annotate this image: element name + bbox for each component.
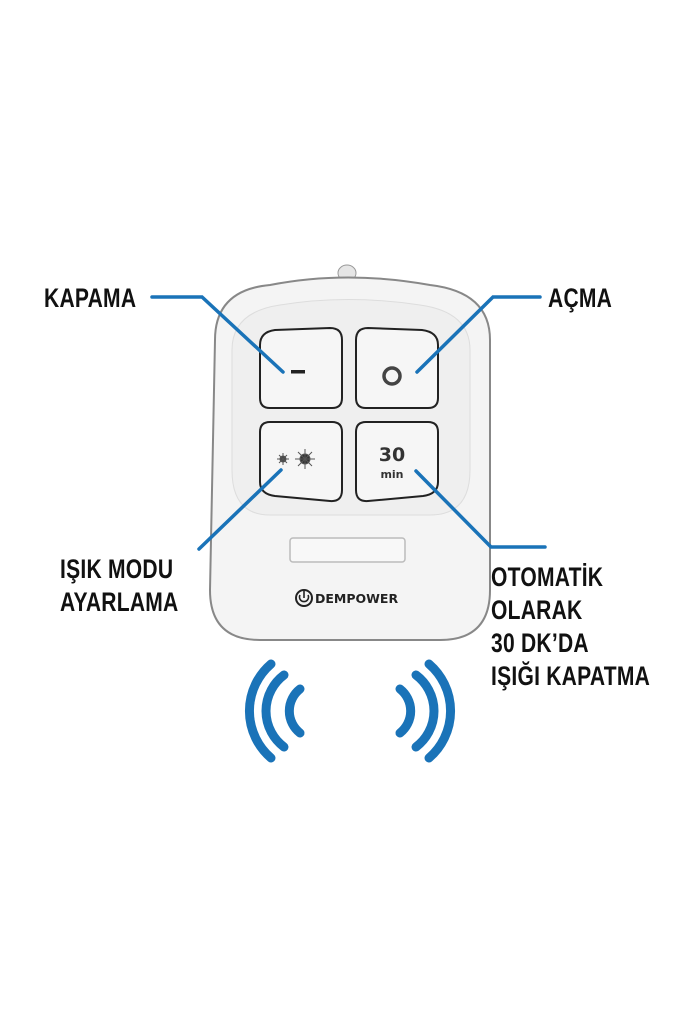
brightness-icon — [277, 449, 315, 469]
timer-label-line: OTOMATİK — [491, 562, 604, 592]
off-leader-line — [150, 295, 285, 374]
power-icon — [295, 589, 313, 607]
off-label: KAPAMA — [44, 283, 137, 313]
brand-logo: DEMPOWER — [315, 591, 398, 606]
on-button[interactable] — [355, 326, 439, 409]
timer-number: 30 — [379, 444, 405, 466]
mode-label-line: AYARLAMA — [60, 587, 179, 617]
mode-label-line: IŞIK MODU — [60, 554, 174, 584]
timer-label: OTOMATİK OLARAK 30 DK’DA IŞIĞI KAPATMA — [491, 561, 650, 693]
on-label: AÇMA — [548, 283, 613, 313]
mode-leader-line — [197, 468, 283, 551]
timer-leader-line — [414, 469, 547, 549]
remote-slot — [289, 537, 406, 563]
timer-label-line: 30 DK’DA — [491, 628, 589, 658]
mode-label: IŞIK MODU AYARLAMA — [60, 553, 179, 619]
timer-label-line: OLARAK — [491, 595, 583, 625]
off-button[interactable] — [259, 326, 343, 409]
minus-icon — [291, 370, 305, 374]
timer-label-line: IŞIĞI KAPATMA — [491, 661, 651, 691]
circle-icon — [382, 366, 402, 386]
on-leader-line — [415, 295, 542, 374]
signal-waves-icon — [245, 659, 455, 763]
timer-unit: min — [380, 468, 403, 481]
light-mode-button[interactable] — [259, 421, 343, 503]
timer-button[interactable]: 30 min — [355, 421, 439, 503]
